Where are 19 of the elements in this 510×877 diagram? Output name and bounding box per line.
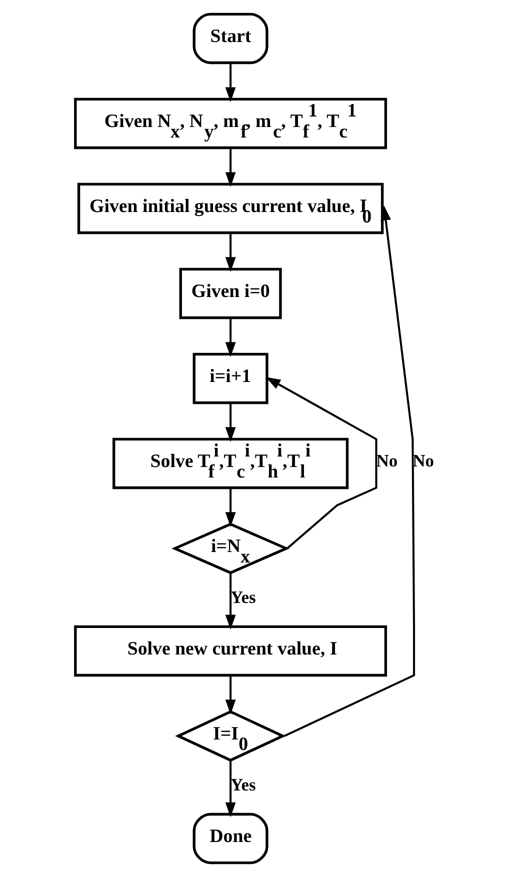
arrow <box>224 63 236 102</box>
arrow <box>224 318 236 358</box>
node-box: Start <box>192 12 268 64</box>
arrow <box>265 376 377 550</box>
node-box: Done <box>192 812 268 864</box>
node-box: Solve new current value, I <box>74 625 387 677</box>
arrow <box>224 676 236 715</box>
node-box: i=i+1 <box>192 352 268 404</box>
arrow <box>224 233 236 272</box>
arrow <box>224 148 236 188</box>
arrow <box>284 205 415 737</box>
edge-label: No <box>376 450 398 471</box>
arrow <box>224 488 236 528</box>
edge-label: Yes <box>230 586 256 607</box>
node-box: Given i=0 <box>178 268 282 320</box>
edge-label: Yes <box>230 774 256 794</box>
arrow <box>224 760 236 818</box>
arrow <box>224 403 236 442</box>
arrow <box>224 572 236 630</box>
